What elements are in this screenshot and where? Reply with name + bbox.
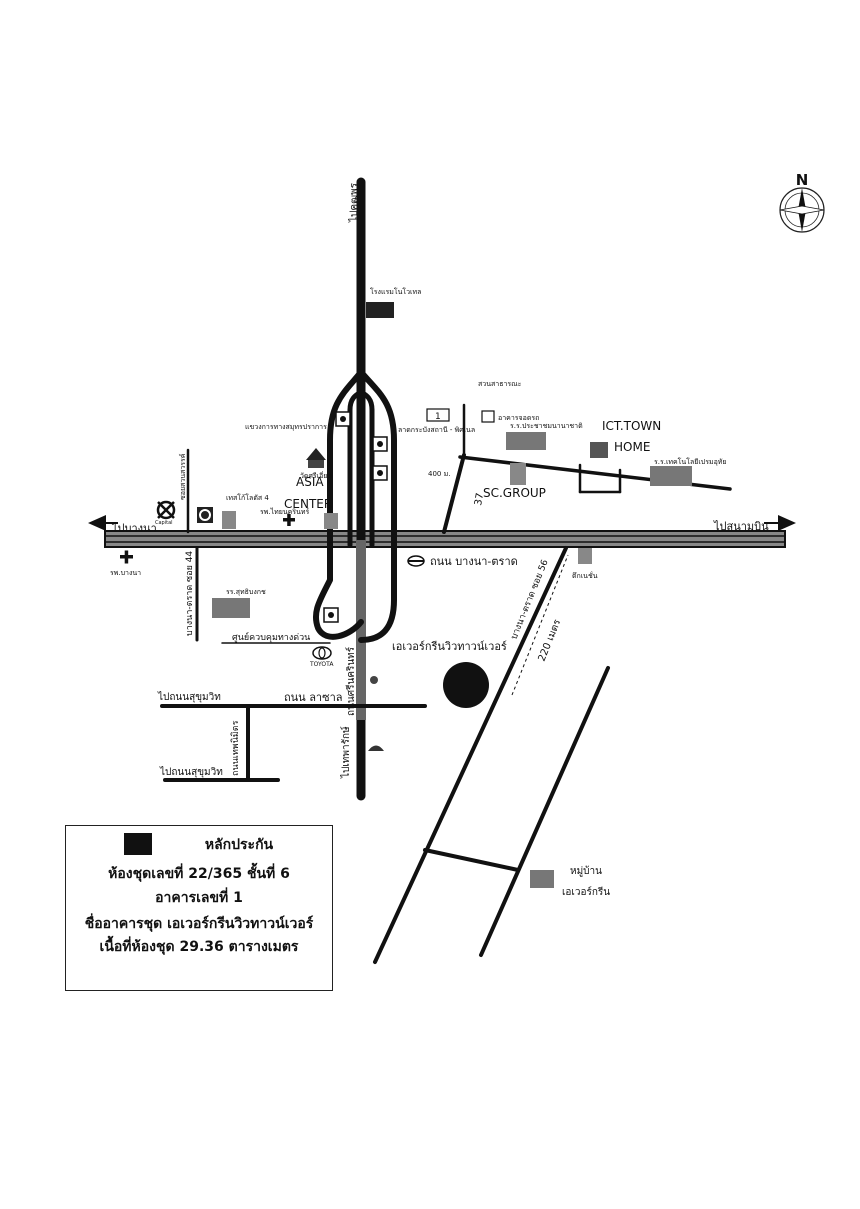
toyota-logo-icon <box>312 646 332 660</box>
hospital-icon <box>283 514 295 526</box>
label-parking-building: อาคารจอดรถ <box>498 414 539 422</box>
exit-1-box <box>426 408 450 422</box>
novotel-icon <box>366 302 394 318</box>
label-park: สวนสาธารณะ <box>478 380 522 388</box>
label-lat-krabang: ลาดกระบังสถานี - พิศเนล <box>398 426 475 434</box>
wat-icon <box>306 448 326 468</box>
interchange <box>312 369 397 643</box>
label-soi-srisamut: ซอยสวนสวรรค์ <box>179 453 187 500</box>
label-srinakarin-road: ถนนศรีนครินทร์ <box>345 646 357 716</box>
srinakarin-road <box>356 177 366 801</box>
label-bangna-trad-road: ถนน บางนา-ตราด <box>430 555 518 568</box>
building-photo-icons <box>212 432 692 888</box>
label-novotel: โรงแรมโนโวเทล <box>370 287 421 296</box>
label-to-thepharak: ไปเทพารักษ์ <box>340 726 352 779</box>
label-technology-school: ร.ร.เทคโนโลยีเปรมอุทัย <box>654 457 727 466</box>
label-ict-town: ICT.TOWN <box>602 419 661 433</box>
label-village: หมู่บ้าน <box>570 865 602 877</box>
legend-unit: ห้องชุดเลขที่ 22/365 ชั้นที่ 6 <box>108 866 290 882</box>
label-village-name: เอเวอร์กรีน <box>562 886 610 898</box>
bangna-trad-highway <box>104 530 786 548</box>
hospital-bangna-icon <box>120 550 133 564</box>
label-thepnimit-road: ถนนเทพนิมิตร <box>230 720 241 776</box>
capital-logo-icon <box>156 500 176 520</box>
arrow-right-icon <box>764 515 796 531</box>
label-hospital-1: รพ.ไทยนครินทร์ <box>260 507 309 516</box>
label-home: HOME <box>614 440 650 454</box>
label-to-bang-na: ไปบางนา <box>111 522 157 535</box>
label-exit-1: 1 <box>435 412 441 422</box>
label-toyota: TOYOTA <box>309 661 334 668</box>
legend-collateral-swatch <box>124 833 152 855</box>
label-to-pak-kret: ไปคุฒพร <box>348 182 360 223</box>
soi-56-roads <box>373 546 610 964</box>
nissan-logo-icon <box>407 555 425 567</box>
label-tesco: เทสโก้โลตัส 4 <box>226 493 269 502</box>
label-to-sukhumvit-1: ไปถนนสุขุมวิท <box>157 691 221 703</box>
label-distance-220: 220 เมตร <box>537 617 564 663</box>
label-center: CENTER <box>284 497 332 511</box>
label-caprinco: Capital <box>155 520 173 526</box>
gas-icon <box>370 676 378 684</box>
label-school-2: รร.สุทธิบงกช <box>226 588 266 596</box>
label-tuk: ตึกเนชั่น <box>572 571 598 580</box>
property-marker <box>443 662 489 708</box>
label-ever-green-vivatower: เอเวอร์กรีนวิวทาวน์เวอร์ <box>392 640 507 653</box>
legend-collateral: หลักประกัน <box>204 837 274 853</box>
compass-north-label: N <box>796 171 809 189</box>
legend-building: อาคารเลขที่ 1 <box>155 890 243 906</box>
label-to-airport: ไปสนามบิน <box>713 520 769 533</box>
label-hospital-bangna: รพ.บางนา <box>110 569 141 577</box>
legend-condo-name: ชื่ออาคารชุด เอเวอร์กรีนวิวทาวน์เวอร์ <box>84 916 314 932</box>
label-soi-37: 37 <box>473 492 486 506</box>
label-soi-44: บางนา-ตราด ซอย 44 <box>185 551 195 636</box>
legend-box: หลักประกัน ห้องชุดเลขที่ 22/365 ชั้นที่ … <box>65 825 333 991</box>
compass-icon: N <box>779 171 825 233</box>
label-highway-control: ศูนย์ควบคุมทางด่วน <box>232 631 310 643</box>
legend-area: เนื้อที่ห้องชุด 29.36 ตารางเมตร <box>99 939 299 955</box>
label-to-sukhumvit-2: ไปถนนสุขุมวิท <box>159 766 223 778</box>
left-roads <box>160 448 427 782</box>
label-expressway-office: แขวงการทางสมุทรปราการ <box>245 423 327 431</box>
label-asia: ASIA <box>296 475 324 489</box>
label-wat: วัดศรีเอี่ยม <box>300 471 332 480</box>
label-sc-group: SC.GROUP <box>483 486 546 500</box>
shell-logo-icon <box>368 745 384 751</box>
label-prachachomnanna: ร.ร.ประชาชมนานาชาติ <box>510 422 583 430</box>
label-distance-400: 400 ม. <box>428 470 450 478</box>
label-lasalle-road: ถนน ลาซาล <box>284 691 343 704</box>
arrow-left-icon <box>88 515 118 531</box>
parking-icon <box>481 410 495 423</box>
